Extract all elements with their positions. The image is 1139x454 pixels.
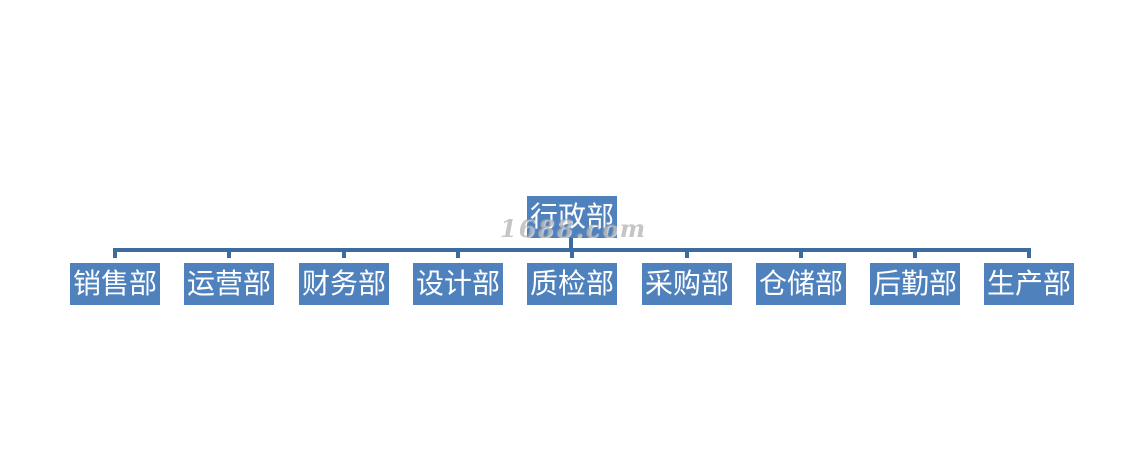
child-connector <box>799 248 803 258</box>
root-connector <box>569 238 573 251</box>
child-connector <box>113 248 117 258</box>
node-child-label: 仓储部 <box>758 267 843 300</box>
child-connector <box>227 248 231 258</box>
node-child-label: 设计部 <box>415 267 500 300</box>
child-connector <box>570 248 574 258</box>
node-child: 财务部 <box>299 263 389 305</box>
node-child: 设计部 <box>413 263 503 305</box>
child-connector <box>1027 248 1031 258</box>
node-child-label: 财务部 <box>301 267 386 300</box>
node-child: 仓储部 <box>756 263 846 305</box>
node-root: 行政部 <box>527 196 617 238</box>
node-child: 后勤部 <box>870 263 960 305</box>
node-child-label: 质检部 <box>529 267 614 300</box>
node-child: 销售部 <box>70 263 160 305</box>
child-connector <box>913 248 917 258</box>
node-child: 生产部 <box>984 263 1074 305</box>
node-child-label: 销售部 <box>72 267 157 300</box>
node-child-label: 生产部 <box>986 267 1071 300</box>
child-connector <box>685 248 689 258</box>
node-child: 质检部 <box>527 263 617 305</box>
child-connector <box>456 248 460 258</box>
child-connector <box>342 248 346 258</box>
node-child: 采购部 <box>642 263 732 305</box>
node-child-label: 后勤部 <box>872 267 957 300</box>
node-child-label: 采购部 <box>644 267 729 300</box>
node-root-label: 行政部 <box>529 200 614 233</box>
node-child: 运营部 <box>184 263 274 305</box>
node-child-label: 运营部 <box>186 267 271 300</box>
